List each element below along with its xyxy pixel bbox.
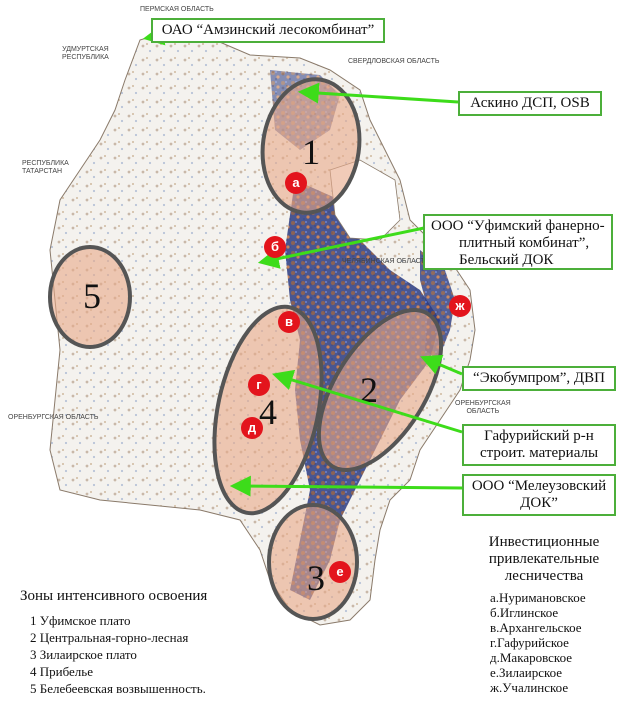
investment-title-line2: привлекательные [488, 551, 600, 567]
arrow-askino [297, 82, 459, 104]
zones-legend-item: 1 Уфимское плато [30, 613, 131, 628]
marker-e [329, 561, 351, 583]
callout-gafury: Гафурийский р-н строит. материалы [462, 424, 616, 466]
marker-zh-label: ж [454, 298, 465, 313]
callout-ufimsky: ООО “Уфимский фанерно- плитный комбинат”… [423, 214, 613, 270]
investment-list: а.Нуримановское б.Иглинское в.Архангельс… [490, 590, 586, 695]
investment-item: д.Макаровское [490, 650, 572, 665]
investment-item: ж.Учалинское [490, 680, 569, 695]
zones-legend-item: 3 Зилаирское плато [30, 647, 137, 662]
investment-title-line3: лесничества [504, 568, 584, 584]
callout-gafury-line2: строит. материалы [479, 445, 599, 461]
callout-ekobumprom: “Экобумпром”, ДВП [462, 366, 616, 391]
marker-v [278, 311, 300, 333]
investment-title: Инвестиционные привлекательные лесничест… [478, 534, 610, 585]
marker-zh [449, 295, 471, 317]
region-udmurt: Удмуртская республика [62, 46, 109, 62]
arrow-ufimsky [257, 226, 425, 269]
zones-legend-item: 2 Центральная-горно-лесная [30, 630, 189, 645]
marker-d [241, 417, 263, 439]
region-orenburg-east-line1: Оренбургская [455, 400, 511, 407]
region-orenburg-east: Оренбургская область [455, 400, 511, 416]
region-perm: Пермская область [140, 6, 214, 13]
investment-title-line1: Инвестиционные [488, 534, 600, 550]
callout-askino: Аскино ДСП, OSB [458, 91, 602, 116]
zones-legend-title: Зоны интенсивного освоения [20, 588, 208, 604]
marker-g [248, 374, 270, 396]
zones-legend-list: 1 Уфимское плато 2 Центральная-горно-лес… [30, 612, 206, 697]
zone-label-1: 1 [302, 132, 320, 172]
marker-g-label: г [256, 377, 262, 392]
callout-meleuz-line1: ООО “Мелеузовский [471, 478, 607, 494]
arrow-gafury [271, 369, 463, 434]
marker-a-label: а [292, 175, 300, 190]
zone-label-2: 2 [360, 370, 378, 410]
zone-4-ellipse [212, 304, 324, 516]
region-udmurt-line2: республика [62, 54, 109, 61]
marker-a [285, 172, 307, 194]
investment-item: г.Гафурийское [490, 635, 569, 650]
region-chelyabinsk: Челябинская область [342, 258, 430, 265]
zone-label-4: 4 [259, 392, 277, 432]
callout-ufimsky-line3: Бельский ДОК [459, 252, 554, 268]
region-sverdlovsk: Свердловская область [348, 58, 440, 65]
marker-b-label: б [271, 239, 279, 254]
region-tatarstan: Республика Татарстан [22, 160, 69, 176]
investment-item: е.Зилаирское [490, 665, 563, 680]
marker-d-label: д [248, 420, 257, 435]
region-orenburg: Оренбургская область [8, 414, 99, 421]
arrow-meleuz [229, 475, 463, 497]
callout-meleuz: ООО “Мелеузовский ДОК” [462, 474, 616, 516]
region-udmurt-line1: Удмуртская [62, 46, 109, 53]
zone-3-ellipse [267, 503, 359, 621]
region-tatarstan-line1: Республика [22, 160, 69, 167]
zones-legend-item: 4 Прибелье [30, 664, 93, 679]
arrow-ekobumprom [420, 354, 463, 376]
zones-legend-item: 5 Белебеевская возвышенность. [30, 681, 206, 696]
callout-ufimsky-line2: плитный комбинат”, [459, 235, 590, 251]
investment-item: в.Архангельское [490, 620, 582, 635]
zone-label-5: 5 [83, 276, 101, 316]
region-tatarstan-line2: Татарстан [22, 168, 63, 175]
region-orenburg-east-line2: область [466, 408, 500, 415]
callout-meleuz-line2: ДОК” [520, 495, 558, 511]
marker-b [264, 236, 286, 258]
investment-item: б.Иглинское [490, 605, 559, 620]
zone-label-3: 3 [307, 558, 325, 598]
investment-item: а.Нуримановское [490, 590, 586, 605]
marker-v-label: в [285, 314, 293, 329]
callout-ufimsky-line1: ООО “Уфимский фанерно- [431, 218, 605, 234]
zone-2-ellipse [316, 308, 444, 472]
marker-e-label: е [336, 564, 343, 579]
forestry-markers: а б в г д е ж [241, 172, 471, 583]
callout-amzinsky: ОАО “Амзинский лесокомбинат” [151, 18, 385, 43]
zone-5-ellipse [48, 245, 132, 349]
callout-gafury-line1: Гафурийский р-н [484, 428, 594, 444]
